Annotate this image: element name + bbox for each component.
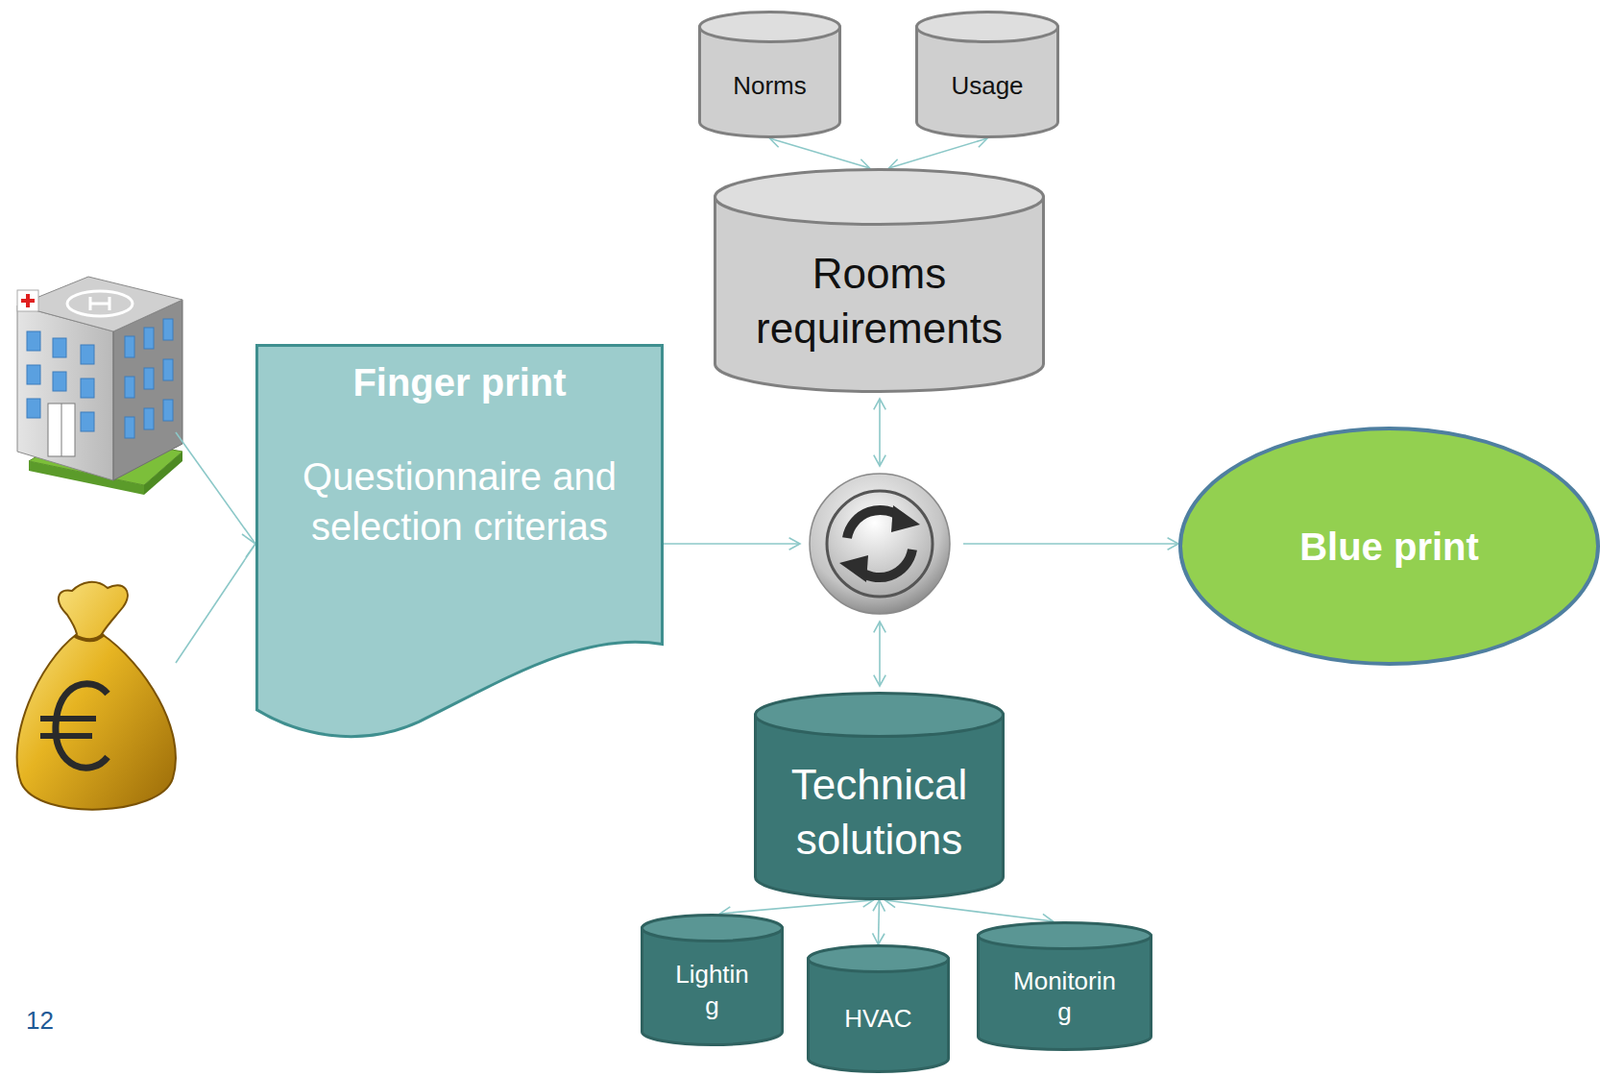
- node-body: Questionnaire and selection criterias: [270, 451, 649, 552]
- connector: [770, 135, 871, 170]
- usage-cylinder: Usage: [915, 10, 1060, 139]
- document-shape: Finger printQuestionnaire and selection …: [255, 343, 664, 742]
- sync-icon: [809, 473, 950, 614]
- connector: [889, 135, 989, 170]
- node-title: Finger print: [352, 357, 566, 408]
- database-cylinder: Rooms requirements: [713, 168, 1045, 393]
- node-title: Rooms requirements: [721, 245, 1038, 356]
- money-bag-icon: [17, 581, 176, 810]
- monitoring-cylinder: Monitorin g: [976, 921, 1153, 1051]
- page-number: 12: [25, 1005, 54, 1036]
- hvac-cylinder: HVAC: [806, 944, 950, 1073]
- node-title: Monitorin g: [1009, 965, 1120, 1028]
- node-title: Usage: [950, 70, 1023, 103]
- norms-cylinder: Norms: [698, 10, 842, 139]
- connector: [885, 895, 1054, 926]
- process-lines: [663, 398, 1179, 686]
- node-title: Blue print: [1299, 521, 1479, 572]
- node-title: Norms: [732, 70, 807, 103]
- node-title: Lightin g: [672, 958, 753, 1021]
- hospital-icon: [17, 276, 183, 495]
- node-title: HVAC: [844, 1002, 912, 1036]
- lighting-cylinder: Lightin g: [640, 913, 784, 1046]
- result-ellipse: Blue print: [1178, 426, 1600, 666]
- input-lines: [175, 432, 256, 663]
- node-title: Technical solutions: [761, 756, 997, 867]
- database-cylinder: Technical solutions: [753, 691, 1005, 900]
- connector: [872, 899, 886, 945]
